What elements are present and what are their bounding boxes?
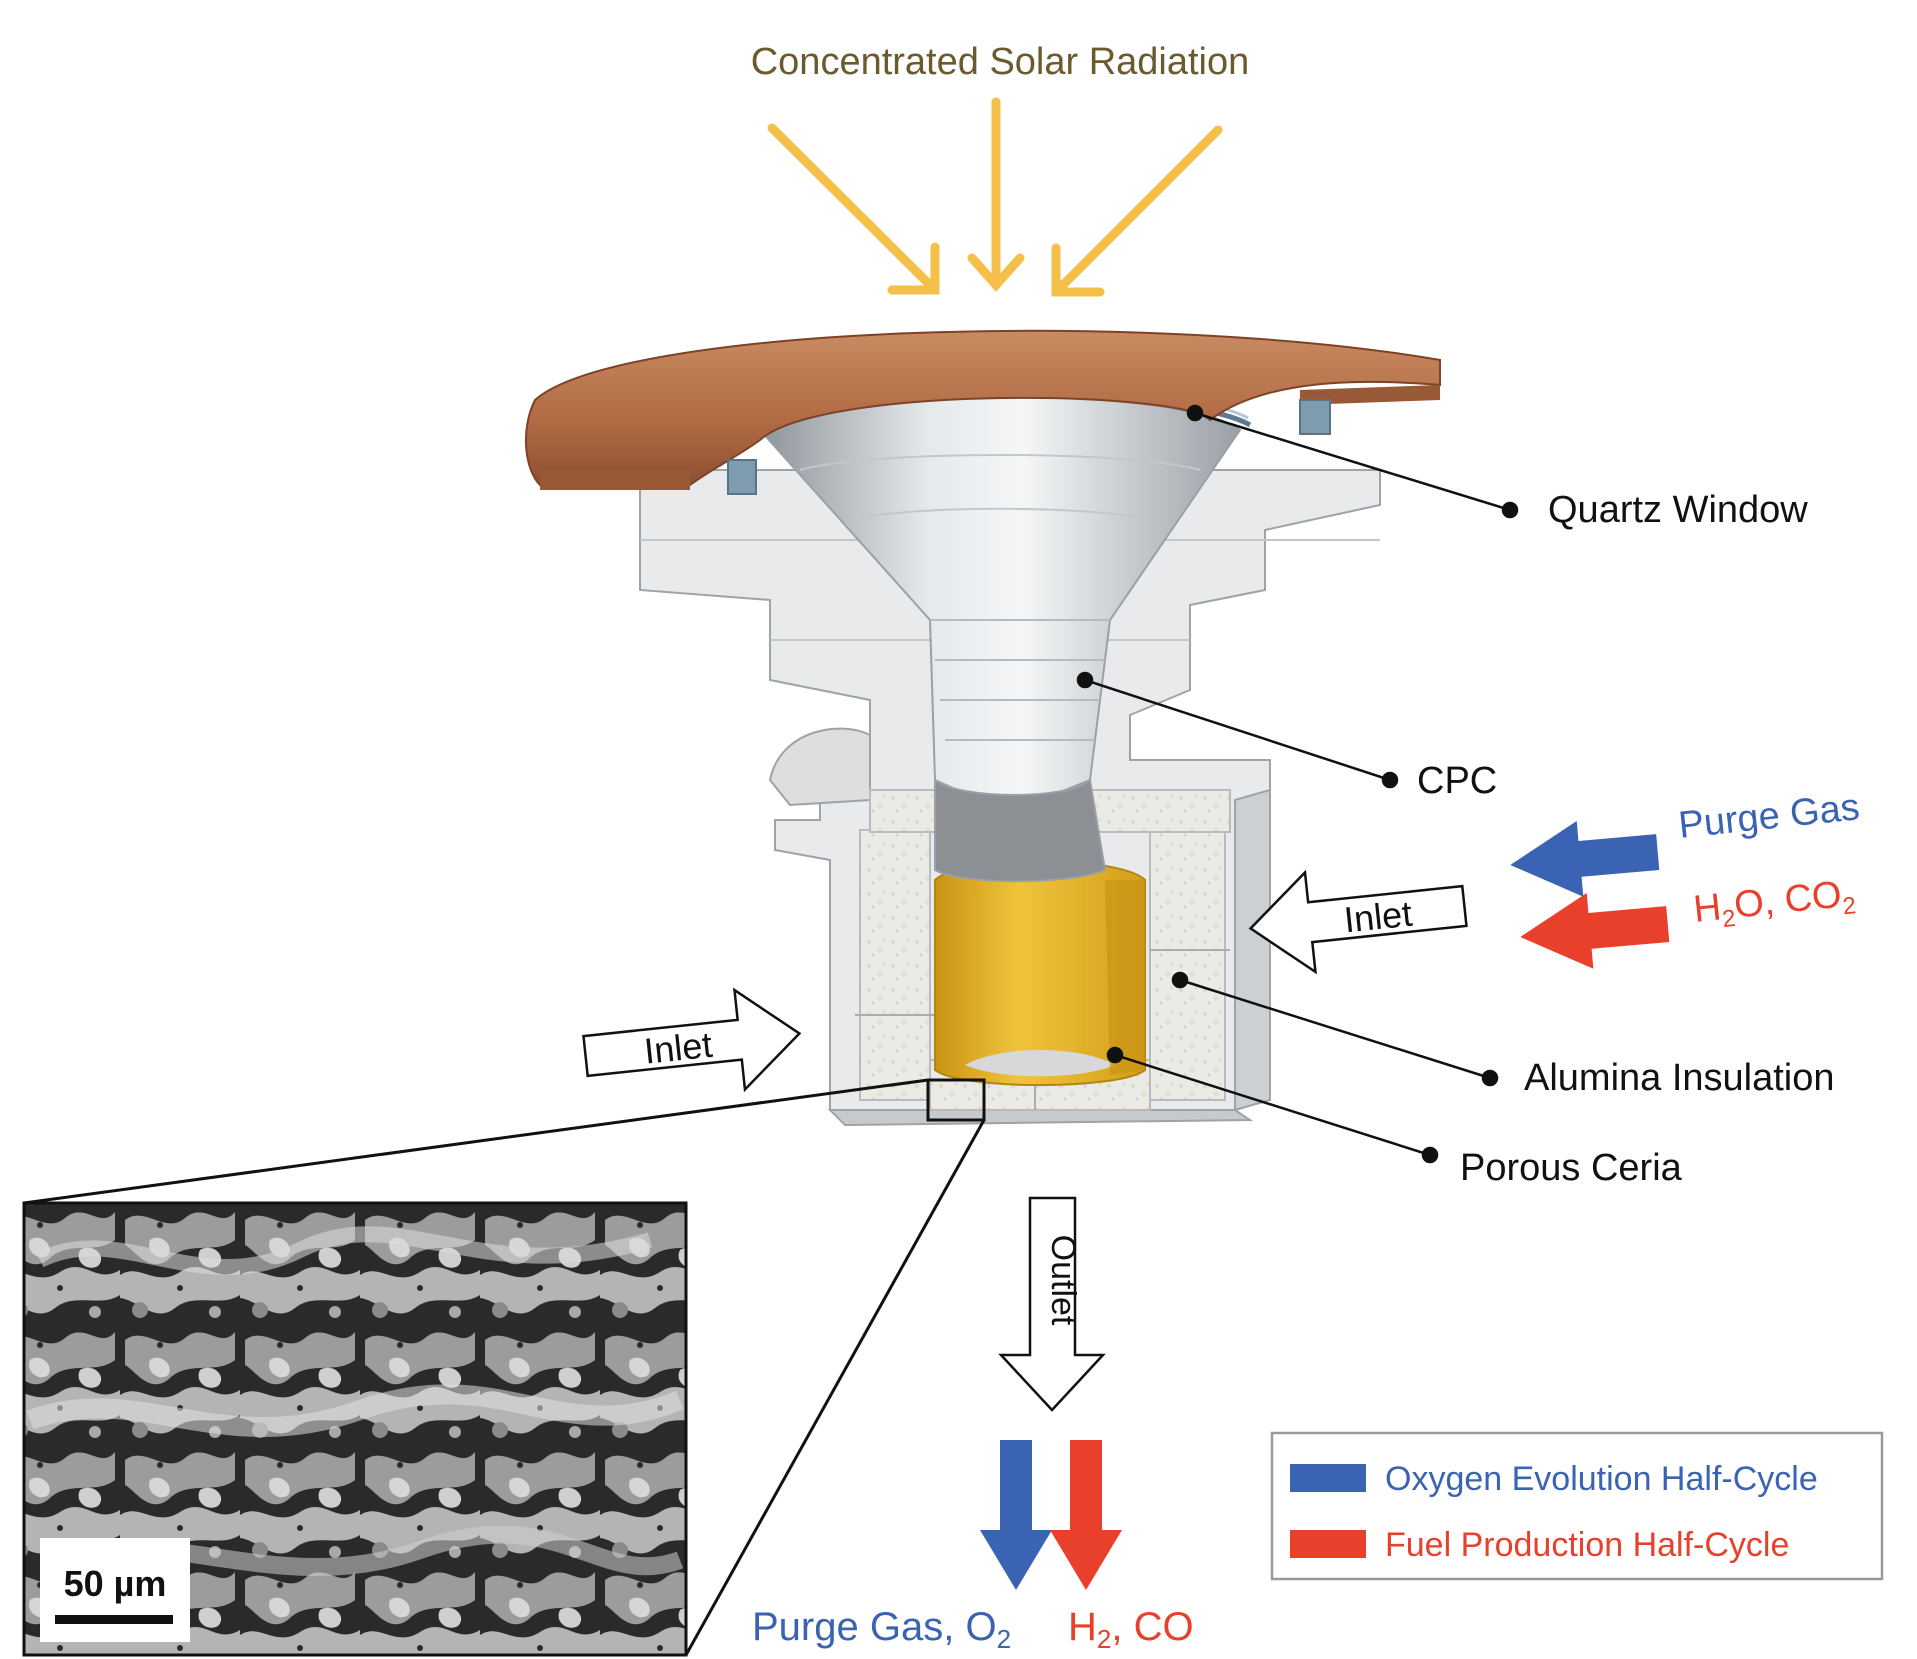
sem-micrograph: 50 µm: [22, 1201, 688, 1657]
output-fuel-arrow: [1050, 1440, 1122, 1590]
output-purge-label: Purge Gas, O2: [752, 1605, 1011, 1654]
legend-swatch-fuel: [1290, 1530, 1366, 1558]
output-fuel-label: H2, CO: [1068, 1605, 1194, 1654]
scale-bar-box: [40, 1538, 190, 1642]
scale-bar: [55, 1615, 173, 1624]
porous-ceria-cylinder: [934, 860, 1146, 1086]
outlet-label: Outlet: [1044, 1235, 1082, 1326]
inlet-right-arrow: Inlet: [1248, 869, 1468, 975]
legend-label-fuel: Fuel Production Half-Cycle: [1385, 1526, 1789, 1564]
callout-leaders: [1076, 404, 1519, 1164]
legend-label-oxygen: Oxygen Evolution Half-Cycle: [1385, 1460, 1818, 1498]
copper-flange: [524, 329, 1441, 495]
input-purge-gas-arrow: [1510, 821, 1660, 897]
label-quartz-window: Quartz Window: [1548, 489, 1808, 531]
inlet-right-label: Inlet: [1342, 893, 1414, 941]
sun-ray-right-arrow: [1051, 125, 1223, 297]
input-reactant-arrow: [1520, 893, 1670, 969]
input-purge-gas-label: Purge Gas: [1677, 786, 1862, 847]
zoom-callout: [23, 1078, 986, 1656]
legend: Oxygen Evolution Half-Cycle Fuel Product…: [1270, 1431, 1884, 1581]
sun-ray-arrows: [767, 97, 1223, 297]
label-porous-ceria: Porous Ceria: [1460, 1147, 1683, 1189]
label-cpc: CPC: [1417, 760, 1497, 802]
legend-swatch-oxygen: [1290, 1464, 1366, 1492]
output-purge-arrow: [980, 1440, 1052, 1590]
sun-ray-center-arrow: [967, 97, 1025, 292]
label-alumina-insulation: Alumina Insulation: [1524, 1057, 1835, 1099]
outlet-arrow: Outlet: [998, 1196, 1106, 1412]
scale-bar-label: 50 µm: [64, 1563, 167, 1604]
inlet-left-label: Inlet: [642, 1024, 714, 1072]
input-reactant-label: H2O, CO2: [1692, 872, 1858, 936]
inlet-left-arrow: Inlet: [582, 987, 802, 1093]
diagram-title: Concentrated Solar Radiation: [751, 41, 1250, 83]
sun-ray-left-arrow: [767, 123, 940, 295]
